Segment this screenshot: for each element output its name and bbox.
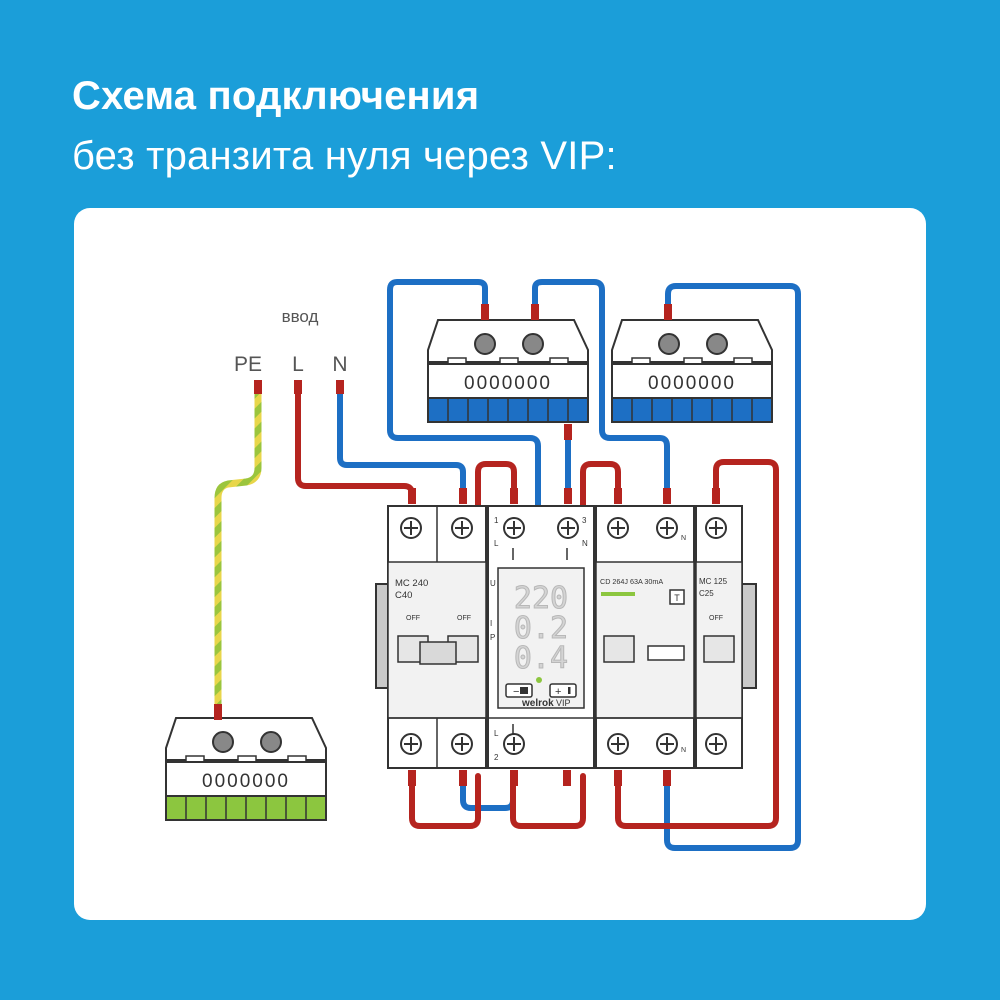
vip-display-voltage: 220 bbox=[514, 581, 568, 616]
vip-display-current: 0.2 bbox=[514, 611, 568, 646]
ground-bus: 0000000 bbox=[165, 717, 327, 821]
vip-top-left-num: 1 bbox=[494, 516, 499, 525]
mc125-model: MC 125 bbox=[699, 577, 728, 586]
l-rcd-to-mc125 bbox=[615, 459, 779, 829]
vip-model: VIP bbox=[556, 698, 571, 708]
voltage-relay-vip: 1 L 3 N U I P 220 0.2 0.4 − + welrok VIP… bbox=[487, 505, 595, 769]
rcd-n-bottom: N bbox=[681, 747, 686, 754]
vip-side-p: P bbox=[490, 633, 495, 642]
rcd-test-label: T bbox=[674, 593, 680, 603]
pe-lug bbox=[254, 380, 262, 394]
bus-holes: 0000000 bbox=[648, 373, 736, 394]
vip-plus-button[interactable] bbox=[549, 683, 577, 698]
breaker-mc125: MC 125 C25 OFF bbox=[695, 505, 743, 769]
n-rcd-to-bus2 bbox=[664, 283, 801, 851]
l-loop-bottom-1 bbox=[409, 773, 481, 829]
mc240-off-1: OFF bbox=[406, 615, 420, 622]
rcd-cd264j: N N CD 264J 63A 30mA T bbox=[595, 505, 695, 769]
bus-screw-icon bbox=[706, 333, 728, 355]
n-input-wire bbox=[337, 389, 466, 495]
terminal-label-n: N bbox=[332, 353, 347, 376]
bus-screw-icon bbox=[474, 333, 496, 355]
bus-screw-icon bbox=[658, 333, 680, 355]
wire-lugs bbox=[214, 304, 720, 786]
vip-side-i: I bbox=[490, 619, 492, 628]
vip-bottom-2: 2 bbox=[494, 753, 499, 762]
vip-minus-label: − bbox=[513, 686, 519, 698]
mc240-rating: C40 bbox=[395, 590, 412, 601]
info-icon bbox=[568, 687, 571, 694]
mc240-model: MC 240 bbox=[395, 578, 428, 589]
title-line-2: без транзита нуля через VIP: bbox=[72, 134, 617, 178]
rcd-model: CD 264J 63A 30mA bbox=[600, 577, 663, 586]
mc240-off-2: OFF bbox=[457, 615, 471, 622]
bus-screw-icon bbox=[522, 333, 544, 355]
vip-plus-label: + bbox=[555, 686, 561, 698]
bus-holes: 0000000 bbox=[464, 373, 552, 394]
l-loop-bottom-2 bbox=[510, 773, 586, 829]
diagram-card: ввод PE L N 0000000 0000000 bbox=[74, 208, 926, 920]
rcd-n-top: N bbox=[681, 535, 686, 542]
rcd-test-button[interactable] bbox=[669, 589, 685, 605]
l-lug bbox=[294, 380, 302, 394]
vip-status-led-icon bbox=[536, 677, 542, 683]
mc125-rating: C25 bbox=[699, 589, 714, 598]
pe-wire bbox=[214, 392, 262, 712]
neutral-wires bbox=[337, 279, 801, 851]
phase-wires bbox=[295, 389, 779, 829]
vip-top-left-letter: L bbox=[494, 539, 499, 548]
input-caption: ввод bbox=[282, 307, 319, 326]
bus-screw-icon bbox=[212, 731, 234, 753]
n-bus1-to-rcd bbox=[532, 279, 670, 495]
terminal-label-pe: PE bbox=[234, 353, 262, 376]
rcd-indicator-strip bbox=[601, 592, 635, 596]
l-loop-top-34 bbox=[580, 461, 621, 515]
vip-top-right-num: 3 bbox=[582, 516, 587, 525]
l-input-wire bbox=[295, 389, 415, 497]
bus-holes: 0000000 bbox=[202, 771, 290, 792]
vip-bottom-l: L bbox=[494, 729, 499, 738]
wiring-diagram: ввод PE L N 0000000 0000000 bbox=[165, 279, 801, 851]
title-line-1: Схема подключения bbox=[72, 74, 480, 118]
menu-icon bbox=[520, 687, 528, 694]
vip-display-power: 0.4 bbox=[514, 641, 568, 676]
vip-top-right-letter: N bbox=[582, 539, 588, 548]
n-vip-out-loop bbox=[460, 773, 516, 811]
vip-brand: welrok bbox=[521, 698, 554, 709]
toggle-lever-icon bbox=[703, 635, 735, 663]
terminal-label-l: L bbox=[292, 353, 304, 376]
n-lug bbox=[336, 380, 344, 394]
n-loop-bus1-left bbox=[387, 279, 541, 515]
vip-side-u: U bbox=[490, 579, 496, 588]
breaker-mc240: MC 240 C40 OFF OFF bbox=[387, 505, 487, 769]
mc125-off: OFF bbox=[709, 615, 723, 622]
neutral-bus-2: 0000000 bbox=[611, 319, 773, 423]
neutral-bus-1: 0000000 bbox=[427, 319, 589, 423]
l-loop-top-12 bbox=[475, 461, 517, 515]
bus-screw-icon bbox=[260, 731, 282, 753]
toggle-lever-icon bbox=[603, 635, 635, 663]
